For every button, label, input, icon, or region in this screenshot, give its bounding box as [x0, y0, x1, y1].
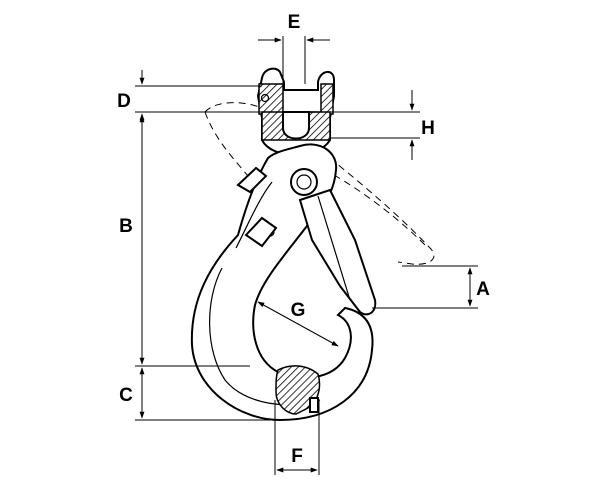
- dimension-f: F: [274, 400, 320, 475]
- label-a: A: [476, 279, 490, 300]
- dimension-a: A: [372, 265, 490, 309]
- dimension-c: C: [119, 367, 280, 421]
- label-e: E: [288, 12, 301, 33]
- label-f: F: [291, 446, 303, 467]
- label-h: H: [421, 118, 435, 139]
- dimension-d: D: [117, 70, 262, 128]
- dimension-g: G: [257, 300, 339, 347]
- label-b: B: [119, 216, 133, 237]
- clevis: [256, 67, 335, 156]
- dimension-h: H: [330, 90, 435, 160]
- hook-body: [190, 143, 374, 422]
- label-g: G: [291, 300, 306, 321]
- safety-latch: [236, 166, 377, 316]
- open-latch-outline: [204, 102, 435, 265]
- label-c: C: [119, 385, 133, 406]
- label-d: D: [117, 91, 131, 112]
- dimension-b: B: [119, 115, 250, 367]
- dimension-e: E: [258, 12, 330, 84]
